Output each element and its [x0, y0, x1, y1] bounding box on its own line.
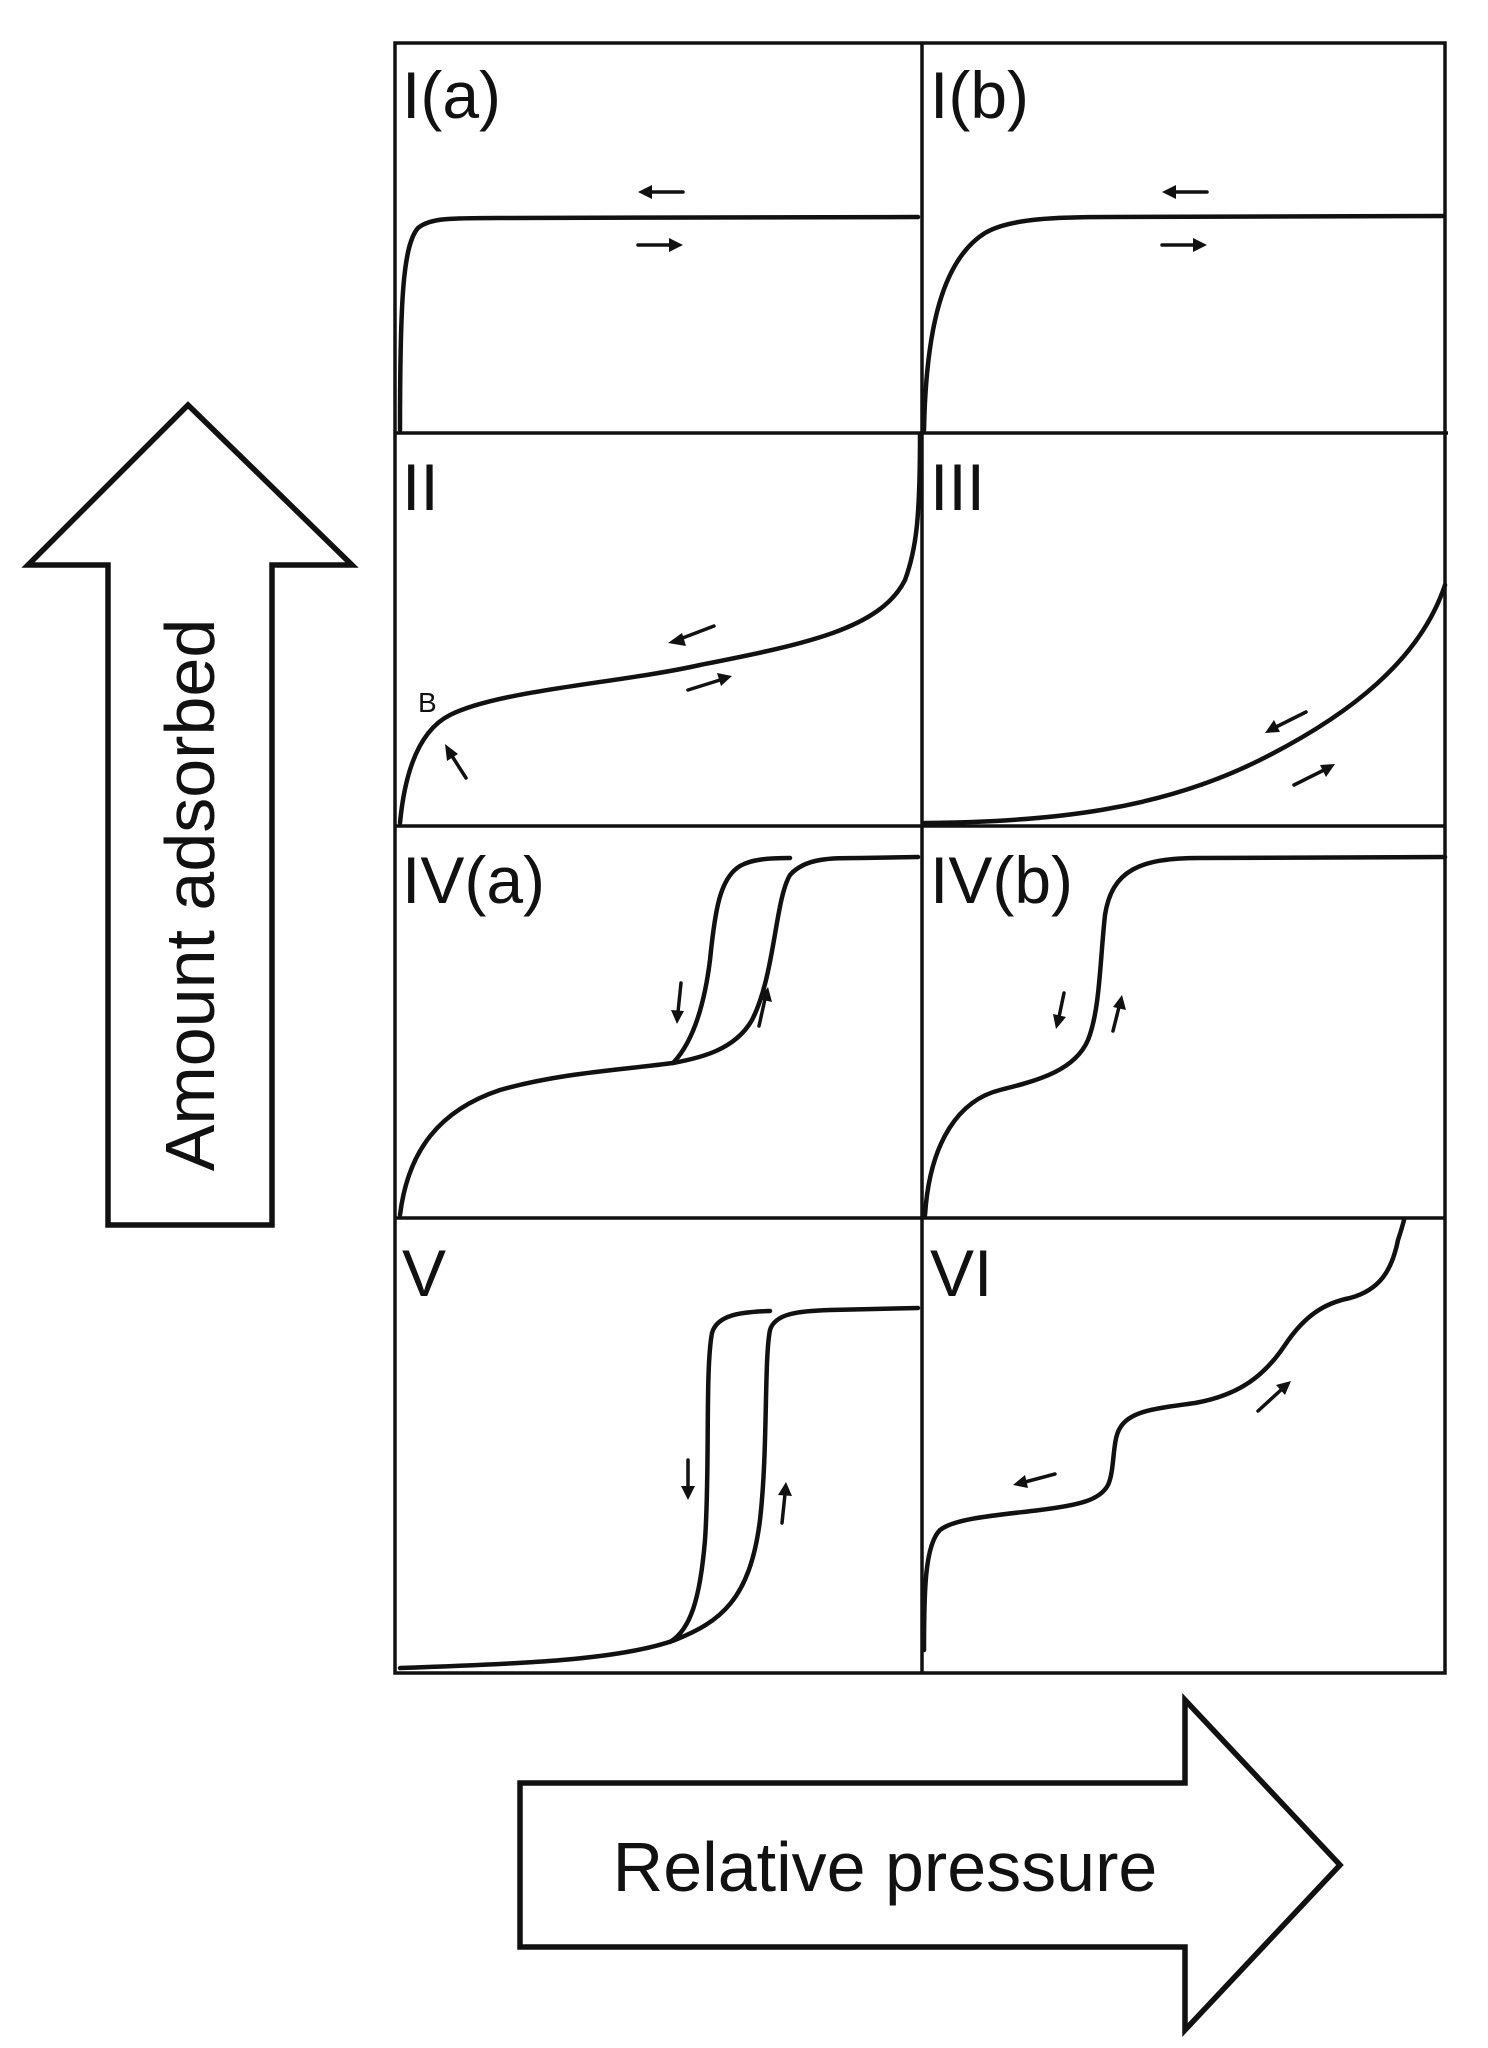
isotherm-curve — [397, 432, 923, 826]
panel-label: IV(a) — [402, 843, 545, 917]
desorption-arrow-left — [638, 185, 685, 199]
panel-label: I(b) — [930, 58, 1029, 132]
desorption-arrow-left — [668, 624, 716, 646]
y-axis-label: Amount adsorbed — [151, 619, 229, 1172]
relative-pressure-arrow: Relative pressure — [517, 1693, 1344, 2037]
right-arrow-shape — [517, 1693, 1344, 2037]
panel-type-ia: I(a) — [397, 58, 921, 433]
adsorption-arrow-up — [1111, 995, 1126, 1033]
panel-label: I(a) — [402, 58, 501, 132]
adsorption-arrow-right — [686, 673, 732, 692]
adsorption-arrow-up — [757, 987, 772, 1028]
panel-label: IV(b) — [930, 843, 1073, 917]
panel-type-ii: II B — [397, 432, 923, 826]
desorption-arrow-down — [681, 1458, 695, 1500]
point-b-arrow — [445, 744, 468, 780]
up-arrow-shape — [21, 401, 359, 1228]
panel-type-iva: IV(a) — [397, 843, 921, 1218]
panel-label: III — [930, 450, 985, 524]
panel-type-ib: I(b) — [921, 58, 1446, 433]
adsorption-branch — [397, 854, 921, 1218]
adsorption-arrow-right — [1292, 764, 1335, 787]
isotherm-curve — [922, 854, 1448, 1218]
adsorption-arrow-up — [778, 1482, 792, 1525]
panel-label: V — [402, 1236, 446, 1310]
adsorption-branch — [397, 1305, 921, 1671]
desorption-branch — [670, 855, 793, 1066]
desorption-arrow-down — [1053, 991, 1066, 1029]
isotherm-curve — [921, 213, 1446, 433]
adsorption-arrow-right — [1160, 238, 1207, 252]
panel-label: VI — [930, 1236, 992, 1310]
panel-type-iii: III — [922, 450, 1448, 826]
amount-adsorbed-arrow: Amount adsorbed — [21, 401, 359, 1228]
desorption-arrow-left — [1265, 710, 1308, 733]
panel-type-v: V — [397, 1236, 921, 1671]
adsorption-arrow-right — [1256, 1381, 1291, 1413]
point-b-label: B — [418, 687, 437, 718]
x-axis-label: Relative pressure — [613, 1828, 1158, 1906]
adsorption-arrow-right — [636, 238, 683, 252]
panel-type-vi: VI — [921, 1217, 1407, 1653]
desorption-arrow-down — [671, 981, 684, 1024]
isotherm-curve — [922, 582, 1448, 826]
desorption-arrow-left — [1013, 1472, 1057, 1488]
panel-label: II — [402, 450, 439, 524]
isotherm-curve — [397, 214, 921, 433]
desorption-branch — [667, 1308, 773, 1645]
isotherm-curve — [921, 1217, 1407, 1653]
desorption-arrow-left — [1162, 185, 1209, 199]
panel-type-ivb: IV(b) — [922, 843, 1448, 1218]
